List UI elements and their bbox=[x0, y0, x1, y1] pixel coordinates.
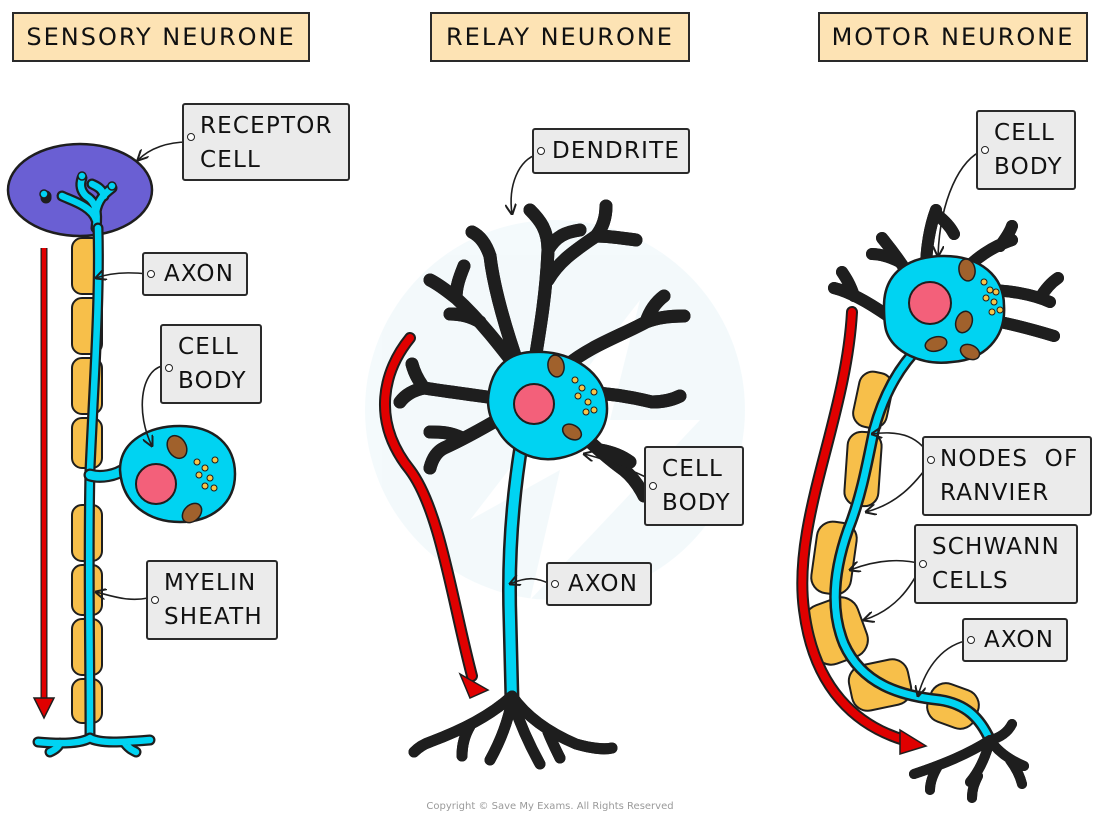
label-motor-cell-body: CELL BODY bbox=[976, 110, 1076, 190]
label-line: NODES OF bbox=[940, 446, 1079, 472]
label-line: CELL bbox=[200, 147, 262, 173]
label-line: CELL bbox=[178, 334, 240, 360]
relay-terminals bbox=[408, 690, 618, 770]
motor-impulse-arrow bbox=[796, 306, 910, 746]
label-sensory-axon: AXON bbox=[142, 252, 248, 296]
label-dendrite: DENDRITE bbox=[532, 128, 690, 174]
label-line: RECEPTOR bbox=[200, 113, 333, 139]
label-line: AXON bbox=[568, 571, 639, 597]
label-pin bbox=[151, 596, 159, 604]
relay-dendrites bbox=[393, 199, 691, 503]
label-line: SHEATH bbox=[164, 604, 263, 630]
relay-impulse-arrow bbox=[378, 332, 478, 682]
sensory-granules bbox=[193, 456, 219, 492]
sensory-axon bbox=[83, 222, 133, 744]
sensory-terminals bbox=[32, 732, 156, 758]
label-pin bbox=[551, 580, 559, 588]
label-relay-cell-body: CELL BODY bbox=[644, 446, 744, 526]
label-pin bbox=[187, 133, 195, 141]
receptor-dendrites bbox=[40, 172, 118, 234]
title-sensory-neurone: SENSORY NEURONE bbox=[12, 12, 310, 62]
label-pin bbox=[649, 482, 657, 490]
label-myelin-sheath: MYELIN SHEATH bbox=[146, 560, 278, 640]
label-pin bbox=[927, 456, 935, 464]
motor-terminals bbox=[909, 719, 1029, 803]
label-pin bbox=[537, 147, 545, 155]
label-line: BODY bbox=[178, 368, 247, 394]
motor-dendrites bbox=[828, 204, 1064, 342]
label-line: CELLS bbox=[932, 568, 1009, 594]
label-line: DENDRITE bbox=[552, 138, 681, 164]
label-line: RANVIER bbox=[940, 480, 1050, 506]
relay-nucleus bbox=[513, 383, 555, 425]
motor-axon bbox=[829, 340, 996, 746]
sensory-neurone bbox=[6, 141, 237, 758]
label-line: AXON bbox=[164, 261, 235, 287]
relay-axon bbox=[502, 432, 530, 708]
label-motor-axon: AXON bbox=[962, 618, 1068, 662]
label-line: SCHWANN bbox=[932, 534, 1060, 560]
title-motor-neurone: MOTOR NEURONE bbox=[818, 12, 1088, 62]
label-line: AXON bbox=[984, 627, 1055, 653]
label-sensory-cell-body: CELL BODY bbox=[160, 324, 262, 404]
label-pin bbox=[967, 636, 975, 644]
label-schwann-cells: SCHWANN CELLS bbox=[914, 524, 1078, 604]
label-relay-axon: AXON bbox=[546, 562, 652, 606]
label-pin bbox=[147, 270, 155, 278]
label-pin bbox=[165, 364, 173, 372]
label-line: CELL bbox=[994, 120, 1056, 146]
sensory-mitochondria bbox=[166, 434, 203, 524]
label-nodes-of-ranvier: NODES OF RANVIER bbox=[922, 436, 1092, 516]
label-pin bbox=[981, 146, 989, 154]
sensory-impulse-arrow bbox=[32, 248, 56, 720]
motor-mitochondria bbox=[924, 258, 981, 361]
copyright-notice: Copyright © Save My Exams. All Rights Re… bbox=[426, 801, 674, 812]
label-pin bbox=[919, 560, 927, 568]
motor-nucleus bbox=[908, 281, 952, 325]
motor-granules bbox=[980, 278, 1004, 316]
label-line: MYELIN bbox=[164, 570, 257, 596]
label-receptor-cell: RECEPTOR CELL bbox=[182, 103, 350, 181]
label-line: BODY bbox=[994, 154, 1063, 180]
sensory-nucleus bbox=[135, 463, 177, 505]
relay-neurone bbox=[378, 153, 691, 770]
motor-neurone bbox=[796, 149, 1064, 803]
label-line: CELL bbox=[662, 456, 724, 482]
relay-granules bbox=[571, 376, 598, 416]
relay-mitochondria bbox=[547, 354, 583, 441]
label-line: BODY bbox=[662, 490, 731, 516]
title-relay-neurone: RELAY NEURONE bbox=[430, 12, 690, 62]
